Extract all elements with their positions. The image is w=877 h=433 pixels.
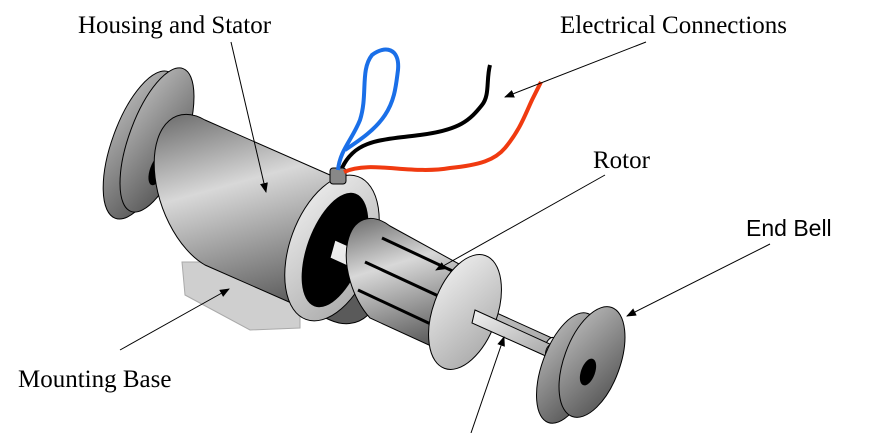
right-end-bell [536, 306, 626, 424]
electrical-arrow [504, 41, 647, 98]
rotor-arrow [435, 174, 606, 271]
label-rotor: Rotor [593, 147, 651, 174]
label-end-bell: End Bell [746, 215, 832, 241]
mounting-arrow [119, 288, 230, 351]
wire-blue [336, 47, 401, 171]
housing-arrow [230, 41, 268, 193]
label-electrical: Electrical Connections [560, 12, 787, 39]
label-mounting: Mounting Base [18, 366, 171, 393]
end-bell-arrow [626, 243, 771, 317]
rotor [345, 217, 555, 370]
label-housing: Housing and Stator [78, 12, 272, 39]
wire-red [343, 81, 543, 174]
shaft-arrow [470, 336, 505, 433]
wire-black [340, 64, 492, 169]
